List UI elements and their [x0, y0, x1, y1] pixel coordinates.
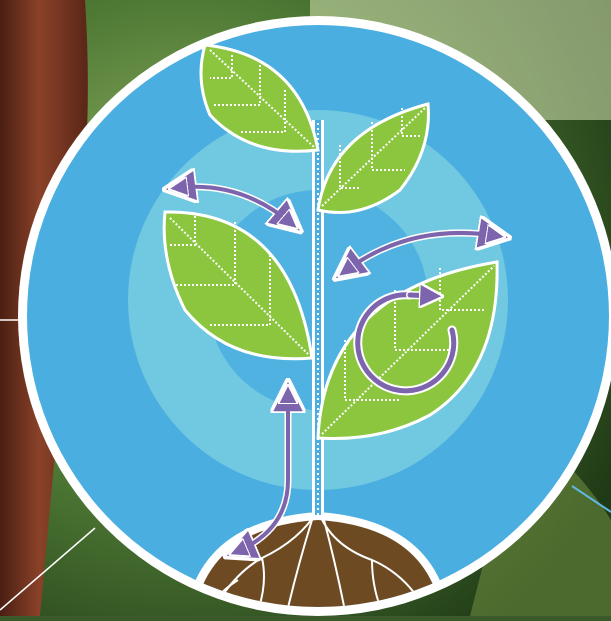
plant-diagram — [0, 0, 611, 616]
diagram-canvas — [0, 0, 611, 616]
